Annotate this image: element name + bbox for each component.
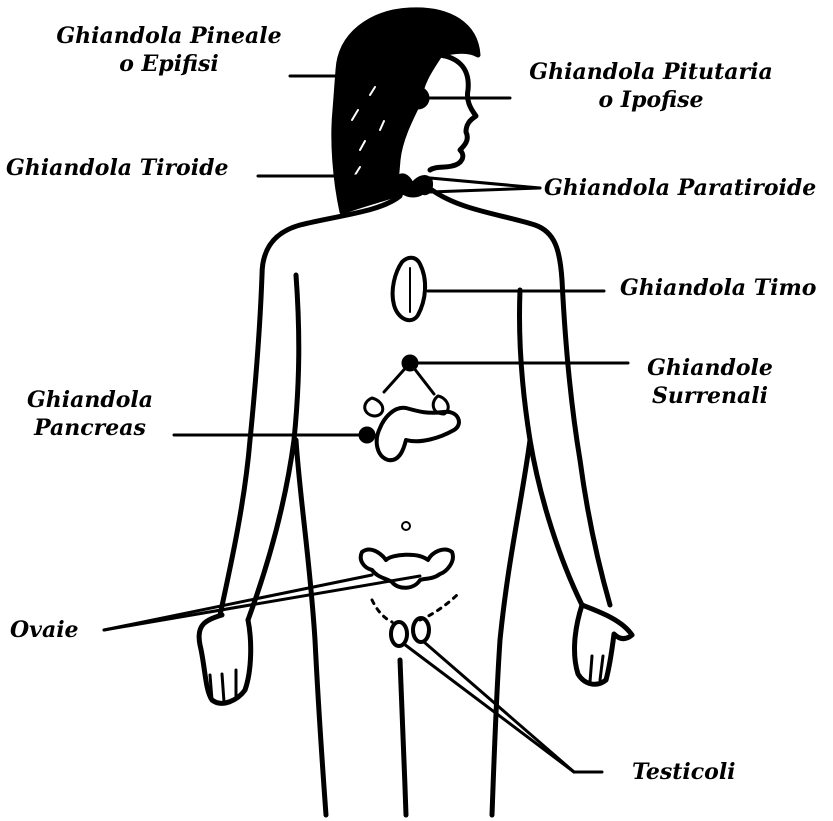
thyroid-label: Ghiandola Tiroide [6,154,228,182]
inner-leg [400,660,406,815]
pancreas [377,408,459,460]
adrenal-label: Ghiandole Surrenali [630,354,790,410]
left-hand [199,615,251,703]
testicle-leader-1 [404,644,574,772]
adrenal-left [365,398,383,416]
pituitary-label-line1: Ghiandola Pitutaria [516,58,786,86]
torso-right [432,190,610,605]
navel [402,522,410,530]
ovaries-label: Ovaie [10,616,79,644]
pineal-label-line2: o Epifisi [44,50,294,78]
adrenal-label-line1: Ghiandole [630,354,790,382]
pancreas-label-line1: Ghiandola [20,386,160,414]
thymus-gland [393,258,426,320]
pineal-label: Ghiandola Pineale o Epifisi [44,22,294,78]
pancreas-label-line2: Pancreas [20,414,160,442]
pineal-label-line1: Ghiandola Pineale [44,22,294,50]
testicles-label: Testicoli [632,758,736,786]
thymus-label: Ghiandola Timo [620,274,816,302]
pancreas-label: Ghiandola Pancreas [20,386,160,442]
waist-left [296,440,326,815]
uterus-ovaries [361,550,453,588]
parathyroid-leader-2 [430,188,540,192]
right-hand [575,605,632,684]
face-profile [430,55,476,170]
parathyroid-label: Ghiandola Paratiroide [544,174,816,202]
testicle-left [391,622,407,646]
pituitary-label: Ghiandola Pitutaria o Ipofise [516,58,786,114]
adrenal-label-line2: Surrenali [630,382,790,410]
inner-left-arm [248,275,299,620]
thyroid-gland [396,176,431,195]
pituitary-label-line2: o Ipofise [516,86,786,114]
testicle-right [413,618,429,642]
waist-right [492,440,530,815]
parathyroid-leader-1 [430,178,540,188]
